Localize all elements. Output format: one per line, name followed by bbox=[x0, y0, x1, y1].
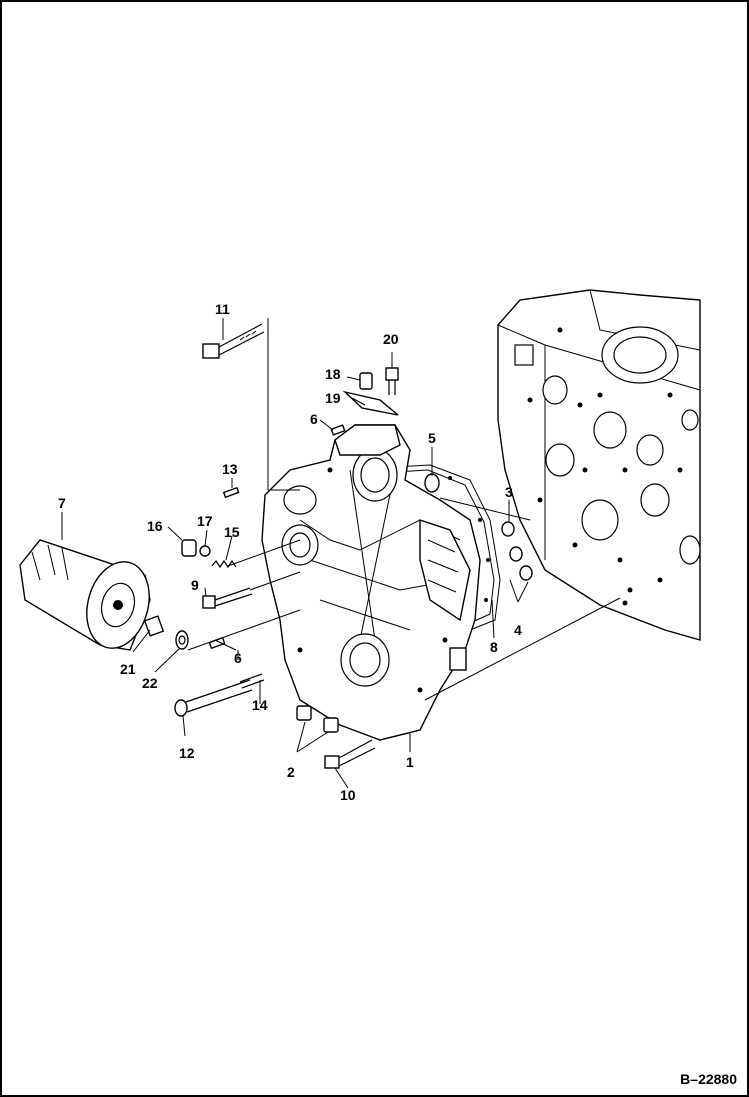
callout-22: 22 bbox=[142, 675, 158, 691]
sleeve-5 bbox=[424, 473, 440, 493]
plug-16 bbox=[181, 539, 197, 557]
callout-10: 10 bbox=[340, 787, 356, 803]
o-ring-17 bbox=[199, 545, 211, 557]
callout-13: 13 bbox=[222, 461, 238, 477]
callout-7: 7 bbox=[58, 495, 66, 511]
pin-13 bbox=[222, 486, 240, 499]
dowel-6-upper bbox=[330, 424, 346, 436]
callout-6-lower: 6 bbox=[234, 650, 242, 666]
gear-case bbox=[261, 424, 481, 741]
callout-2: 2 bbox=[287, 764, 295, 780]
cover-18 bbox=[359, 372, 373, 390]
callout-18: 18 bbox=[325, 366, 341, 382]
callout-1: 1 bbox=[406, 754, 414, 770]
callout-19: 19 bbox=[325, 390, 341, 406]
washer-22 bbox=[175, 630, 189, 650]
bolt-20 bbox=[385, 367, 399, 395]
engine-block bbox=[497, 289, 701, 641]
o-ring-3 bbox=[501, 521, 515, 537]
spring-15 bbox=[211, 559, 237, 569]
callout-5: 5 bbox=[428, 430, 436, 446]
bolt-9 bbox=[202, 587, 253, 609]
plugs-2 bbox=[296, 705, 339, 733]
callout-16: 16 bbox=[147, 518, 163, 534]
callout-9: 9 bbox=[191, 577, 199, 593]
callout-3: 3 bbox=[505, 484, 513, 500]
callout-20: 20 bbox=[383, 331, 399, 347]
bolt-10 bbox=[324, 739, 376, 769]
callout-14: 14 bbox=[252, 697, 268, 713]
o-rings-4 bbox=[509, 546, 533, 581]
leader-lines bbox=[61, 318, 621, 789]
callout-11: 11 bbox=[215, 301, 230, 317]
reference-code: B–22880 bbox=[680, 1071, 737, 1087]
callout-labels: 1 2 3 4 5 6 6 7 8 9 10 11 12 13 14 15 16… bbox=[58, 301, 522, 803]
callout-8: 8 bbox=[490, 639, 498, 655]
callout-6-upper: 6 bbox=[310, 411, 318, 427]
bolt-12 bbox=[174, 679, 253, 717]
callout-17: 17 bbox=[197, 513, 213, 529]
callout-15: 15 bbox=[224, 524, 240, 540]
oil-filter bbox=[19, 539, 151, 651]
callout-21: 21 bbox=[120, 661, 136, 677]
callout-12: 12 bbox=[179, 745, 195, 761]
bolt-11 bbox=[202, 323, 265, 359]
gasket-19 bbox=[342, 390, 399, 416]
callout-4: 4 bbox=[514, 622, 522, 638]
